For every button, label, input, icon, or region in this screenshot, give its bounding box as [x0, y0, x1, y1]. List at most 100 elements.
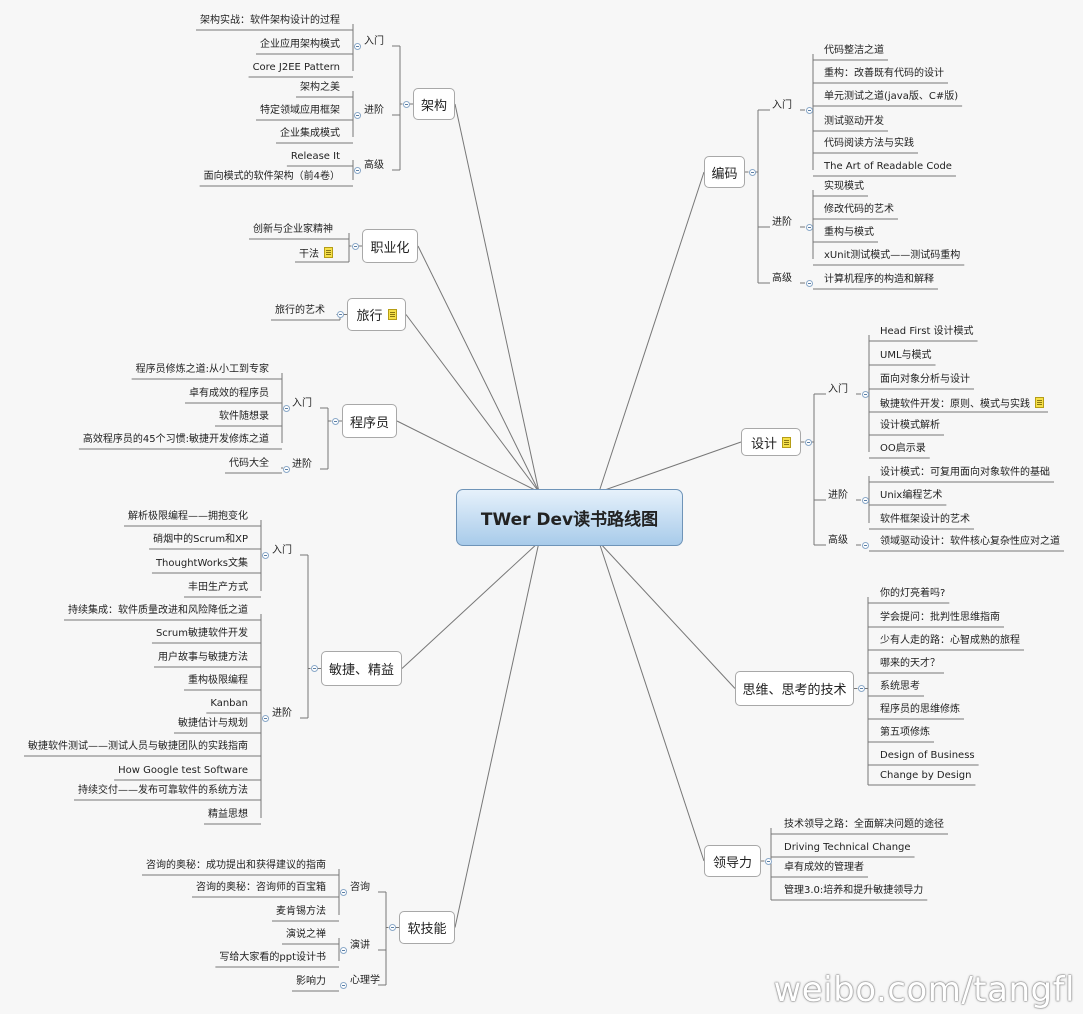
book-item[interactable]: 面向模式的软件架构（前4卷） [204, 171, 340, 183]
branch-lvxing[interactable]: 旅行 [347, 298, 406, 331]
book-item[interactable]: 架构之美 [300, 82, 340, 94]
book-item[interactable]: 设计模式解析 [880, 420, 940, 432]
book-item[interactable]: 敏捷软件开发：原则、模式与实践 [880, 397, 1044, 411]
book-item[interactable]: 高效程序员的45个习惯:敏捷开发修炼之道 [83, 434, 269, 446]
branch-toggle[interactable] [310, 665, 318, 672]
root-topic[interactable]: TWer Dev读书路线图 [456, 489, 683, 546]
book-item[interactable]: 干法 [299, 247, 333, 261]
book-item[interactable]: 敏捷估计与规划 [178, 718, 248, 730]
book-item[interactable]: 重构与模式 [824, 227, 874, 239]
book-item[interactable]: 代码大全 [229, 458, 269, 470]
book-item[interactable]: 测试驱动开发 [824, 116, 884, 128]
branch-jiagou[interactable]: 架构 [413, 88, 455, 120]
book-item[interactable]: 架构实战：软件架构设计的过程 [200, 15, 340, 27]
book-item[interactable]: 代码整洁之道 [824, 45, 884, 57]
book-item[interactable]: 写给大家看的ppt设计书 [219, 952, 326, 964]
branch-sheji[interactable]: 设计 [741, 428, 801, 456]
book-item[interactable]: 持续集成：软件质量改进和风险降低之道 [68, 605, 248, 617]
book-item[interactable]: Scrum敏捷软件开发 [156, 628, 248, 640]
book-item[interactable]: 持续交付——发布可靠软件的系统方法 [78, 785, 248, 797]
branch-toggle[interactable] [857, 685, 865, 692]
book-item[interactable]: 丰田生产方式 [188, 582, 248, 594]
book-item[interactable]: 少有人走的路：心智成熟的旅程 [880, 635, 1020, 647]
book-item[interactable]: Release It [291, 151, 340, 163]
group-toggle[interactable] [805, 223, 813, 231]
book-item[interactable]: ThoughtWorks文集 [156, 558, 248, 570]
branch-minjie[interactable]: 敏捷、精益 [321, 651, 402, 686]
book-item[interactable]: 影响力 [296, 976, 326, 988]
book-item[interactable]: 学会提问：批判性思维指南 [880, 612, 1000, 624]
book-item[interactable]: 单元测试之道(java版、C#版) [824, 91, 958, 103]
branch-chengxuyuan[interactable]: 程序员 [342, 404, 397, 438]
group-toggle[interactable] [353, 42, 361, 50]
group-toggle[interactable] [861, 496, 869, 504]
branch-lingdaoli[interactable]: 领导力 [704, 845, 761, 877]
book-item[interactable]: 技术领导之路：全面解决问题的途径 [784, 819, 944, 831]
branch-bianma[interactable]: 编码 [704, 156, 745, 188]
book-item[interactable]: 管理3.0:培养和提升敏捷领导力 [784, 885, 923, 897]
book-item[interactable]: 咨询的奥秘：咨询师的百宝箱 [196, 882, 326, 894]
book-item[interactable]: 软件随想录 [219, 411, 269, 423]
book-item[interactable]: 计算机程序的构造和解释 [824, 274, 934, 286]
branch-toggle[interactable] [388, 924, 396, 931]
branch-toggle[interactable] [336, 311, 344, 318]
book-item[interactable]: 代码阅读方法与实践 [824, 138, 914, 150]
book-item[interactable]: Head First 设计模式 [880, 326, 974, 338]
book-item[interactable]: How Google test Software [118, 765, 248, 777]
book-item[interactable]: 第五项修炼 [880, 727, 930, 739]
book-item[interactable]: 设计模式：可复用面向对象软件的基础 [880, 467, 1050, 479]
book-item[interactable]: 硝烟中的Scrum和XP [153, 534, 248, 546]
book-item[interactable]: 程序员修炼之道:从小工到专家 [136, 364, 269, 376]
branch-toggle[interactable] [748, 168, 756, 176]
group-toggle[interactable] [861, 390, 869, 398]
book-item[interactable]: Core J2EE Pattern [253, 62, 340, 74]
book-item[interactable]: 面向对象分析与设计 [880, 374, 970, 386]
book-item[interactable]: 软件框架设计的艺术 [880, 514, 970, 526]
group-toggle[interactable] [261, 551, 269, 559]
book-item[interactable]: UML与模式 [880, 350, 932, 362]
book-item[interactable]: 程序员的思维修炼 [880, 704, 960, 716]
book-item[interactable]: 用户故事与敏捷方法 [158, 652, 248, 664]
book-item[interactable]: OO启示录 [880, 443, 926, 455]
book-item[interactable]: The Art of Readable Code [824, 161, 952, 173]
book-item[interactable]: 卓有成效的管理者 [784, 862, 864, 874]
group-toggle[interactable] [339, 981, 347, 989]
book-item[interactable]: 特定领域应用框架 [260, 105, 340, 117]
group-toggle[interactable] [282, 465, 290, 473]
book-item[interactable]: xUnit测试模式——测试码重构 [824, 250, 960, 262]
group-toggle[interactable] [353, 166, 361, 174]
book-item[interactable]: 企业应用架构模式 [260, 39, 340, 51]
book-item[interactable]: 咨询的奥秘：成功提出和获得建议的指南 [146, 860, 326, 872]
branch-ruanjineng[interactable]: 软技能 [399, 911, 455, 944]
branch-toggle[interactable] [764, 857, 772, 865]
branch-zhiye[interactable]: 职业化 [362, 229, 418, 263]
book-item[interactable]: 重构极限编程 [188, 675, 248, 687]
book-item[interactable]: 精益思想 [208, 809, 248, 821]
book-item[interactable]: 创新与企业家精神 [253, 224, 333, 236]
branch-siwei[interactable]: 思维、思考的技术 [735, 671, 854, 706]
book-item[interactable]: Change by Design [880, 770, 971, 782]
book-item[interactable]: Unix编程艺术 [880, 490, 942, 502]
group-toggle[interactable] [861, 541, 869, 549]
book-item[interactable]: 领域驱动设计：软件核心复杂性应对之道 [880, 536, 1060, 548]
branch-toggle[interactable] [402, 100, 410, 108]
book-item[interactable]: 重构：改善既有代码的设计 [824, 68, 944, 80]
book-item[interactable]: 实现模式 [824, 181, 864, 193]
branch-toggle[interactable] [351, 242, 359, 250]
book-item[interactable]: 解析极限编程——拥抱变化 [128, 511, 248, 523]
book-item[interactable]: 旅行的艺术 [275, 305, 325, 317]
book-item[interactable]: Kanban [210, 698, 248, 710]
branch-toggle[interactable] [804, 438, 812, 446]
group-toggle[interactable] [805, 106, 813, 114]
book-item[interactable]: 演说之禅 [286, 929, 326, 941]
book-item[interactable]: 你的灯亮着吗? [880, 588, 945, 600]
book-item[interactable]: 企业集成模式 [280, 128, 340, 140]
book-item[interactable]: 修改代码的艺术 [824, 204, 894, 216]
book-item[interactable]: 敏捷软件测试——测试人员与敏捷团队的实践指南 [28, 741, 248, 753]
book-item[interactable]: 哪来的天才？ [880, 658, 940, 670]
group-toggle[interactable] [339, 946, 347, 954]
book-item[interactable]: 麦肯锡方法 [276, 906, 326, 918]
book-item[interactable]: Design of Business [880, 750, 975, 762]
book-item[interactable]: 系统思考 [880, 681, 920, 693]
group-toggle[interactable] [805, 279, 813, 287]
